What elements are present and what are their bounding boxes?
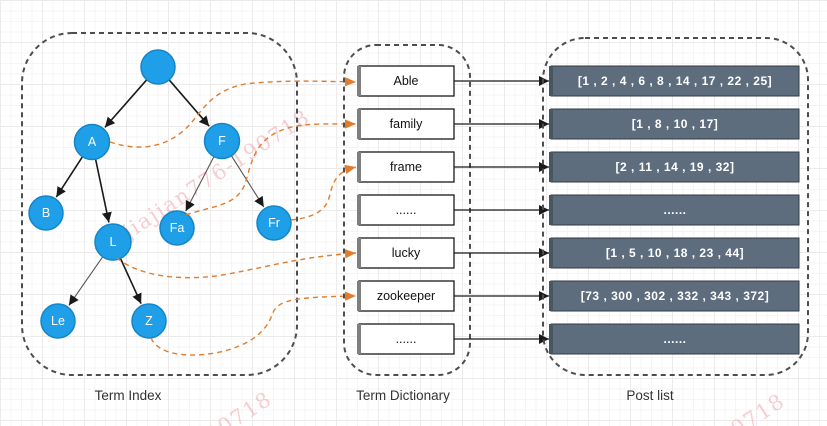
post-box-ellipsis-1: ...... — [549, 194, 800, 226]
term-box-frame: frame — [357, 151, 455, 183]
post-box-frame-values: [2 , 11 , 14 , 19 , 32] — [616, 160, 735, 174]
tree-edge-a-b — [55, 156, 84, 198]
tree-node-b-label: B — [42, 206, 50, 220]
tree-node-b: B — [28, 195, 64, 231]
tree-node-le-circle — [40, 303, 76, 339]
term-box-zookeeper-rect — [358, 280, 455, 312]
post-box-zookeeper-rect — [550, 280, 800, 312]
trie-link-l-lucky — [116, 249, 357, 279]
post-box-family: [1 , 8 , 10 , 17] — [549, 108, 800, 140]
tree-node-b-circle — [28, 195, 64, 231]
tree-edge-root-f — [168, 79, 210, 127]
post-box-lucky: [1 , 5 , 10 , 18 , 23 , 44] — [549, 237, 800, 269]
tree-edge-root-a — [104, 79, 148, 128]
term-box-family: family — [357, 108, 455, 140]
post-list-label: Post list — [626, 388, 674, 403]
post-box-able: [1 , 2 , 4 , 6 , 8 , 14 , 17 , 22 , 25] — [549, 65, 800, 97]
term-box-ellipsis-1-rect — [358, 194, 455, 226]
post-box-zookeeper: [73 , 300 , 302 , 332 , 343 , 372] — [549, 280, 800, 312]
tree-node-fa-circle — [159, 210, 195, 246]
post-box-able-values: [1 , 2 , 4 , 6 , 8 , 14 , 17 , 22 , 25] — [578, 74, 772, 88]
term-box-able: Able — [357, 65, 455, 97]
term-index-section: A F B L Fa Fr Le Z Term Index — [21, 32, 298, 403]
tree-node-z: Z — [131, 303, 167, 339]
tree-node-l-label: L — [110, 235, 117, 249]
tree-node-z-circle — [131, 303, 167, 339]
term-dictionary-section: Able family frame ...... lucky zookeeper — [343, 44, 471, 403]
tree-edge-l-le — [68, 256, 104, 306]
term-index-container — [21, 32, 298, 376]
post-box-frame-rect — [550, 151, 800, 183]
trie-links — [109, 77, 357, 356]
tree-node-fr-label: Fr — [268, 216, 280, 230]
trie-link-z-zookeeper — [150, 291, 357, 356]
post-box-ellipsis-2-values: ...... — [663, 332, 686, 346]
tree-edge-l-z — [119, 258, 142, 305]
trie-link-fa-family — [185, 119, 357, 216]
tree-node-le: Le — [40, 303, 76, 339]
tree-node-fr-circle — [256, 205, 292, 241]
post-box-ellipsis-2-rect — [550, 323, 800, 355]
tree-node-l-circle — [94, 223, 132, 261]
trie-link-fr-frame — [290, 164, 357, 221]
tree-node-f-circle — [203, 122, 241, 160]
term-box-lucky-label: lucky — [392, 246, 421, 260]
term-box-ellipsis-1: ...... — [357, 194, 455, 226]
post-list-container — [542, 37, 809, 376]
tree-node-a: A — [73, 123, 111, 161]
tree-edge-a-l — [94, 159, 112, 223]
watermark-bottom-left: wujiajian776-190718 — [52, 387, 277, 426]
term-dictionary-label: Term Dictionary — [356, 388, 450, 403]
post-box-family-values: [1 , 8 , 10 , 17] — [632, 117, 719, 131]
tree-node-f: F — [203, 122, 241, 160]
tree-node-le-label: Le — [51, 314, 65, 328]
post-list-section: [1 , 2 , 4 , 6 , 8 , 14 , 17 , 22 , 25] … — [542, 37, 809, 403]
term-box-lucky: lucky — [357, 237, 455, 269]
post-box-ellipsis-1-values: ...... — [663, 203, 686, 217]
tree-node-fa-label: Fa — [170, 221, 185, 235]
tree-node-fa: Fa — [159, 210, 195, 246]
term-box-ellipsis-2-label: ...... — [396, 332, 417, 346]
tree-node-l: L — [94, 223, 132, 261]
term-box-ellipsis-2: ...... — [357, 323, 455, 355]
tree-node-root-circle — [140, 49, 176, 85]
post-box-lucky-rect — [550, 237, 800, 269]
tree-node-fr: Fr — [256, 205, 292, 241]
term-box-zookeeper-label: zookeeper — [377, 289, 435, 303]
post-box-family-rect — [550, 108, 800, 140]
term-box-able-label: Able — [393, 74, 418, 88]
term-box-frame-label: frame — [390, 160, 422, 174]
post-box-lucky-values: [1 , 5 , 10 , 18 , 23 , 44] — [606, 246, 744, 260]
term-box-ellipsis-1-label: ...... — [396, 203, 417, 217]
tree-node-f-label: F — [218, 134, 226, 148]
post-box-ellipsis-2: ...... — [549, 323, 800, 355]
dictionary-to-post-arrows — [454, 76, 549, 344]
tree-node-a-circle — [73, 123, 111, 161]
tree-edge-f-fr — [230, 155, 265, 208]
term-index-label: Term Index — [95, 388, 162, 403]
watermark-bottom-right: wujiajian776-190718 — [565, 389, 790, 426]
post-box-frame: [2 , 11 , 14 , 19 , 32] — [549, 151, 800, 183]
tree-node-root — [140, 49, 176, 85]
tree-edge-f-fa — [185, 156, 215, 212]
post-box-zookeeper-values: [73 , 300 , 302 , 332 , 343 , 372] — [581, 289, 769, 303]
term-box-family-label: family — [390, 117, 423, 131]
term-box-zookeeper: zookeeper — [357, 280, 455, 312]
tree-node-z-label: Z — [145, 314, 153, 328]
tree-node-a-label: A — [88, 135, 97, 149]
